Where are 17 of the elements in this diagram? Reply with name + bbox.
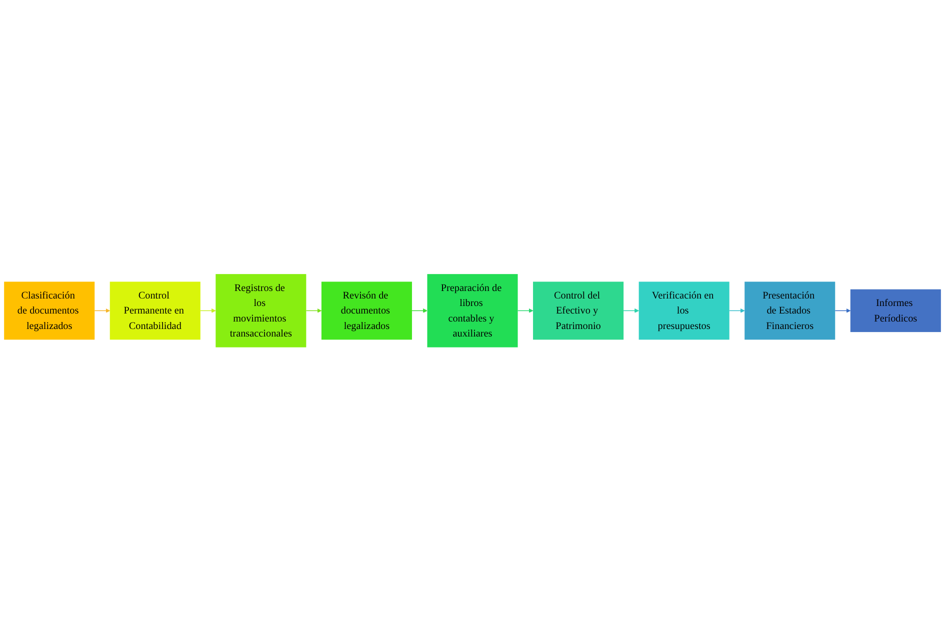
arrow [200, 308, 216, 314]
node-box: Verificación en los presupuestos [638, 282, 730, 340]
arrow [834, 308, 851, 314]
arrow [306, 308, 322, 314]
arrow [94, 308, 110, 314]
node-box: Preparación de libros contables y auxiliares [427, 274, 518, 348]
arrow [517, 308, 534, 314]
node-box: Registros de los movimientos transaccionales [216, 274, 306, 348]
node-box: Revisón de documentos legalizados [321, 282, 412, 340]
node-box: Clasificación de documentos legalizados [4, 282, 95, 340]
arrow [728, 308, 745, 314]
arrow [623, 308, 640, 314]
node-box: Informes Períodicos [850, 290, 941, 332]
node-box: Control Permanente en Contabilidad [110, 282, 200, 340]
node-box: Control del Efectivo y Patrimonio [533, 282, 624, 340]
arrow [412, 308, 428, 314]
node-box: Presentación de Estados Financieros [744, 282, 836, 340]
